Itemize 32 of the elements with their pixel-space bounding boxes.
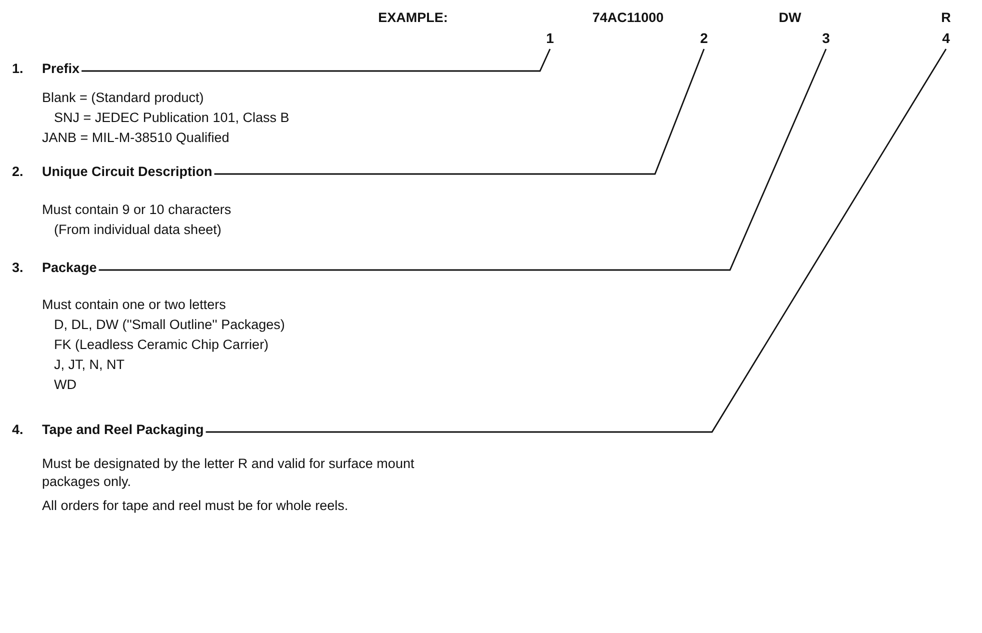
item-number: 4. <box>12 422 24 438</box>
description-text: (From individual data sheet) <box>54 221 222 239</box>
item-number: 3. <box>12 260 24 276</box>
leader-line <box>214 48 705 175</box>
description-text: WD <box>54 376 76 394</box>
callout-number: 1 <box>546 30 554 46</box>
callout-number: 2 <box>700 30 708 46</box>
description-text: Must be designated by the letter R and valid for surface mount packages only. <box>42 455 416 491</box>
leader-line <box>82 48 551 72</box>
leader-line <box>206 48 947 433</box>
description-text: Must contain 9 or 10 characters <box>42 201 232 219</box>
part-number-label: EXAMPLE: <box>378 9 448 27</box>
description-text: FK (Leadless Ceramic Chip Carrier) <box>54 336 269 354</box>
section-heading: Tape and Reel Packaging <box>42 422 204 438</box>
section-heading: Unique Circuit Description <box>42 164 212 180</box>
description-text: J, JT, N, NT <box>54 356 124 374</box>
section-heading: Prefix <box>42 61 80 77</box>
part-number-label: R <box>941 9 951 27</box>
description-text: Must contain one or two letters <box>42 296 226 314</box>
part-number-label: 74AC11000 <box>592 9 664 27</box>
leader-line <box>98 48 827 271</box>
callout-number: 3 <box>822 30 830 46</box>
description-text: All orders for tape and reel must be for whole reels. <box>42 497 350 515</box>
part-number-label: DW <box>778 9 802 27</box>
description-text: JANB = MIL-M-38510 Qualified <box>42 129 230 147</box>
item-number: 2. <box>12 164 24 180</box>
description-text: D, DL, DW (''Small Outline'' Packages) <box>54 316 285 334</box>
section-heading: Package <box>42 260 97 276</box>
callout-number: 4 <box>942 30 950 46</box>
description-text: SNJ = JEDEC Publication 101, Class B <box>54 109 290 127</box>
description-text: Blank = (Standard product) <box>42 89 204 107</box>
item-number: 1. <box>12 61 24 77</box>
